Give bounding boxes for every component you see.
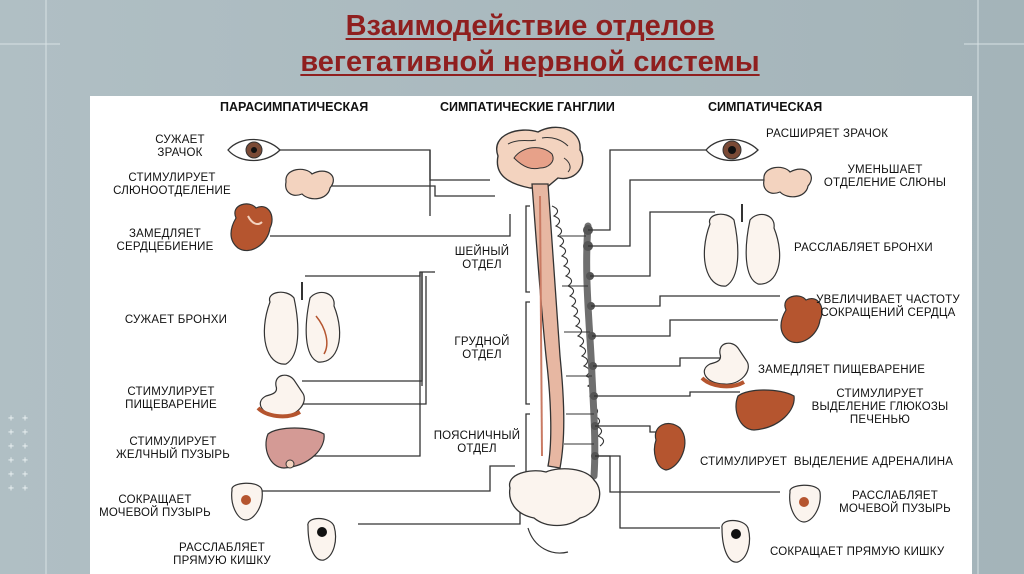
left-heart bbox=[230, 203, 273, 252]
right-label-glucose: СТИМУЛИРУЕТ ВЫДЕЛЕНИЕ ГЛЮКОЗЫ ПЕЧЕНЬЮ bbox=[811, 388, 949, 426]
right-label-adrenaline: СТИМУЛИРУЕТ ВЫДЕЛЕНИЕ АДРЕНАЛИНА bbox=[700, 456, 954, 468]
left-rectum bbox=[307, 517, 337, 561]
left-bladder bbox=[231, 482, 263, 521]
left-vertical-nerves bbox=[421, 150, 431, 386]
plus-mark: + + bbox=[8, 441, 30, 452]
diagram-panel: ПАРАСИМПАТИЧЕСКАЯ СИМПАТИЧЕСКИЕ ГАНГЛИИ … bbox=[90, 96, 972, 574]
left-label-heart: ЗАМЕДЛЯЕТ СЕРДЦЕБИЕНИЕ bbox=[116, 228, 214, 253]
plus-mark: + + bbox=[8, 469, 30, 480]
header-ganglia: СИМПАТИЧЕСКИЕ ГАНГЛИИ bbox=[440, 100, 615, 114]
left-salivary-gland bbox=[285, 168, 334, 200]
section-brackets bbox=[525, 205, 530, 497]
plus-mark: + + bbox=[8, 455, 30, 466]
left-eye bbox=[227, 138, 281, 162]
right-heart bbox=[780, 295, 823, 344]
header-parasympathetic: ПАРАСИМПАТИЧЕСКАЯ bbox=[220, 100, 369, 114]
parasympathetic-lines bbox=[258, 149, 521, 525]
right-salivary-gland bbox=[763, 166, 812, 198]
left-label-digestion: СТИМУЛИРУЕТ ПИЩЕВАРЕНИЕ bbox=[125, 386, 217, 411]
pelvis bbox=[508, 468, 601, 554]
right-label-bronchi: РАССЛАБЛЯЕТ БРОНХИ bbox=[794, 242, 933, 254]
left-label-pupil: СУЖАЕТ ЗРАЧОК bbox=[155, 134, 205, 159]
right-lungs bbox=[703, 204, 781, 287]
right-label-bladder: РАССЛАБЛЯЕТ МОЧЕВОЙ ПУЗЫРЬ bbox=[839, 490, 951, 515]
plus-marks: + + + + + + + + + + + + bbox=[8, 412, 29, 496]
plus-mark: + + bbox=[8, 413, 30, 424]
plus-mark: + + bbox=[8, 483, 30, 494]
left-label-rectum: РАССЛАБЛЯЕТ ПРЯМУЮ КИШКУ bbox=[173, 542, 271, 567]
plus-mark: + + bbox=[8, 427, 30, 438]
right-adrenal bbox=[653, 423, 686, 471]
right-liver bbox=[735, 389, 795, 431]
title-line-2: вегетативной нервной системы bbox=[300, 46, 760, 78]
left-label-bladder: СОКРАЩАЕТ МОЧЕВОЙ ПУЗЫРЬ bbox=[99, 494, 211, 519]
section-cervical: ШЕЙНЫЙ ОТДЕЛ bbox=[454, 246, 510, 271]
title-line-1: Взаимодействие отделов bbox=[345, 10, 715, 42]
nervous-system-diagram bbox=[227, 126, 823, 563]
right-label-heart: УВЕЛИЧИВАЕТ ЧАСТОТУ СОКРАЩЕНИЙ СЕРДЦА bbox=[816, 294, 960, 319]
right-label-saliva: УМЕНЬШАЕТ ОТДЕЛЕНИЕ СЛЮНЫ bbox=[823, 164, 947, 189]
header-sympathetic: СИМПАТИЧЕСКАЯ bbox=[708, 100, 823, 114]
right-bladder bbox=[789, 484, 821, 523]
right-stomach bbox=[700, 342, 749, 389]
left-stomach bbox=[256, 374, 305, 419]
right-label-pupil: РАСШИРЯЕТ ЗРАЧОК bbox=[766, 128, 889, 140]
left-label-gallbladder: СТИМУЛИРУЕТ ЖЕЛЧНЫЙ ПУЗЫРЬ bbox=[116, 436, 230, 461]
right-eye bbox=[705, 138, 759, 162]
sympathetic-lines bbox=[588, 149, 780, 529]
right-label-digestion: ЗАМЕДЛЯЕТ ПИЩЕВАРЕНИЕ bbox=[758, 364, 926, 376]
left-lungs bbox=[263, 282, 341, 365]
left-label-saliva: СТИМУЛИРУЕТ СЛЮНООТДЕЛЕНИЕ bbox=[113, 172, 231, 197]
right-label-rectum: СОКРАЩАЕТ ПРЯМУЮ КИШКУ bbox=[770, 546, 945, 558]
brain bbox=[495, 126, 584, 189]
left-label-bronchi: СУЖАЕТ БРОНХИ bbox=[124, 314, 228, 326]
horizontal-branches bbox=[560, 235, 594, 445]
right-rectum bbox=[721, 519, 751, 563]
left-liver bbox=[265, 427, 325, 469]
slide-title: Взаимодействие отделов вегетативной нерв… bbox=[150, 8, 910, 80]
spinal-cord bbox=[531, 183, 565, 469]
section-thoracic: ГРУДНОЙ ОТДЕЛ bbox=[454, 336, 510, 361]
section-lumbar: ПОЯСНИЧНЫЙ ОТДЕЛ bbox=[433, 430, 521, 455]
